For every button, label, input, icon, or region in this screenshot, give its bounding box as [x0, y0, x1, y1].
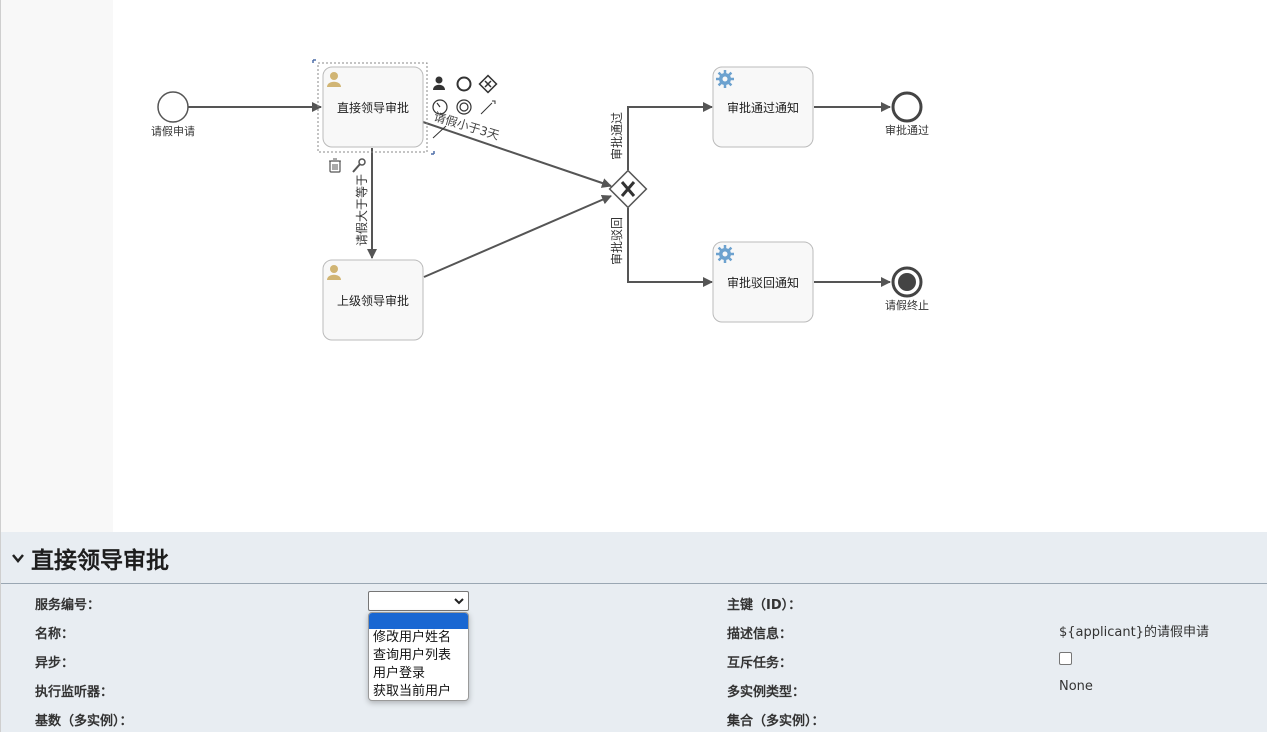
- flow-pass-label[interactable]: 审批通过: [609, 112, 624, 160]
- task-pass-notify[interactable]: 审批通过通知: [712, 66, 814, 148]
- context-pad: [329, 74, 498, 173]
- description-label: 描述信息：: [727, 627, 793, 642]
- dropdown-option[interactable]: 修改用户姓名: [373, 630, 452, 645]
- resize-handle-br[interactable]: [431, 151, 435, 155]
- diagram-canvas[interactable]: 请假申请 直接领导审批: [113, 0, 1267, 532]
- end-event-terminate[interactable]: [891, 266, 923, 298]
- exclusive-task-label: 互斥任务：: [727, 656, 793, 671]
- dropdown-option[interactable]: [369, 613, 468, 629]
- user-icon: [327, 265, 341, 280]
- multi-instance-type-value[interactable]: None: [1059, 679, 1093, 694]
- append-gateway-icon[interactable]: [478, 74, 498, 94]
- resize-handle-tl[interactable]: [312, 59, 316, 63]
- task-pass-notify-label: 审批通过通知: [727, 100, 799, 115]
- start-event-label: 请假申请: [151, 124, 195, 138]
- delete-icon[interactable]: [329, 158, 341, 173]
- flow-pass[interactable]: [627, 102, 713, 170]
- connect-icon[interactable]: [432, 100, 496, 139]
- end-event-pass[interactable]: [891, 91, 923, 123]
- properties-title: 直接领导审批: [31, 547, 169, 574]
- flow-greater-equal-label[interactable]: 请假大于等于: [355, 174, 369, 246]
- task-direct-leader[interactable]: 直接领导审批: [322, 66, 424, 148]
- task-reject-notify-label: 审批驳回通知: [727, 275, 799, 290]
- selection-outline: [317, 62, 428, 153]
- collection-label: 集合（多实例）：: [727, 714, 825, 729]
- cardinality-label: 基数（多实例）：: [35, 714, 133, 729]
- async-label: 异步：: [35, 656, 75, 671]
- append-end-event-icon[interactable]: [456, 99, 472, 115]
- append-user-task-icon[interactable]: [433, 76, 445, 91]
- start-event[interactable]: [157, 91, 189, 123]
- exclusive-gateway[interactable]: [608, 169, 648, 209]
- gateway-x-icon: [620, 181, 636, 197]
- description-value[interactable]: ${applicant}的请假申请: [1059, 625, 1209, 640]
- end-pass-label: 审批通过: [885, 123, 929, 137]
- chevron-down-icon: [454, 598, 464, 605]
- task-reject-notify[interactable]: 审批驳回通知: [712, 241, 814, 323]
- dropdown-option[interactable]: 查询用户列表: [373, 648, 452, 663]
- service-no-dropdown: 修改用户姓名 查询用户列表 用户登录 获取当前用户: [368, 612, 469, 701]
- end-terminate-label: 请假终止: [885, 298, 929, 312]
- exclusive-task-checkbox[interactable]: [1059, 652, 1072, 665]
- dropdown-option[interactable]: 获取当前用户: [373, 684, 452, 699]
- sequence-flows: [188, 102, 891, 287]
- bpmn-diagram: 请假申请 直接领导审批: [151, 59, 929, 341]
- chevron-down-icon[interactable]: [11, 551, 25, 565]
- palette-strip: [0, 0, 113, 532]
- task-direct-label: 直接领导审批: [337, 100, 409, 115]
- append-event-icon[interactable]: [456, 76, 472, 92]
- properties-panel: 直接领导审批 服务编号： 名称： 异步： 执行监听器： 基数（多实例）： 主键（…: [0, 532, 1267, 732]
- service-no-select[interactable]: [368, 591, 469, 611]
- flow-less-than[interactable]: [422, 121, 612, 188]
- flow-reject[interactable]: [627, 208, 713, 287]
- service-no-label: 服务编号：: [35, 598, 101, 613]
- exec-listener-label: 执行监听器：: [35, 685, 114, 700]
- task-upper-leader[interactable]: 上级领导审批: [322, 259, 424, 341]
- flow-reject-label[interactable]: 审批驳回: [609, 217, 624, 265]
- wrench-icon[interactable]: [352, 158, 366, 173]
- user-icon: [327, 72, 341, 87]
- key-id-label: 主键（ID）：: [727, 598, 802, 613]
- append-timer-icon[interactable]: [432, 99, 448, 115]
- name-label: 名称：: [35, 627, 75, 642]
- flow-upper-to-gateway[interactable]: [423, 194, 612, 278]
- task-upper-label: 上级领导审批: [337, 293, 409, 308]
- properties-header[interactable]: 直接领导审批: [1, 532, 1267, 584]
- dropdown-option[interactable]: 用户登录: [373, 666, 426, 681]
- gear-icon: [716, 70, 734, 88]
- gear-icon: [716, 245, 734, 263]
- multi-instance-type-label: 多实例类型：: [727, 685, 806, 700]
